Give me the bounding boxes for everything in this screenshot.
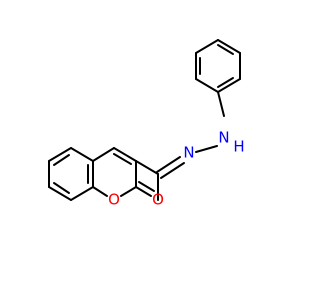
bond-imine-double [160,162,185,179]
bond [217,39,241,54]
bond [48,147,72,162]
bond [120,186,137,197]
bond [113,147,137,162]
bond [92,186,108,197]
structure-canvas: N H N O O [48,39,245,209]
phenyl-ring [195,39,241,93]
bond-imine-double [156,156,181,173]
bond [217,78,241,93]
bond-nh-n [195,145,218,153]
atom-label-carbonyl-o: O [152,191,164,209]
bond-phenyl-nh [217,91,225,117]
atom-label-imine-n: N [183,144,194,162]
bond-to-coumarin [135,160,159,175]
pyrone-ring [92,147,137,197]
bond [70,147,94,162]
double-bond-inner [53,154,70,166]
atom-label-nh-h: H [233,138,244,156]
double-bond-inner [217,77,234,88]
double-bond-inner [53,182,70,194]
double-bond-inner [113,153,132,165]
bond [195,39,219,54]
atom-label-ring-o: O [108,191,120,209]
molecule-structure: N H N O O [48,39,245,209]
bond [48,186,72,201]
bond-carbonyl [138,181,155,192]
atom-label-nh-n: N [218,129,229,147]
bond [92,147,115,162]
double-bond-inner [217,44,234,55]
bond [70,186,94,201]
benzo-ring [48,147,94,201]
bond [195,78,219,93]
bond-carbonyl [135,186,152,197]
